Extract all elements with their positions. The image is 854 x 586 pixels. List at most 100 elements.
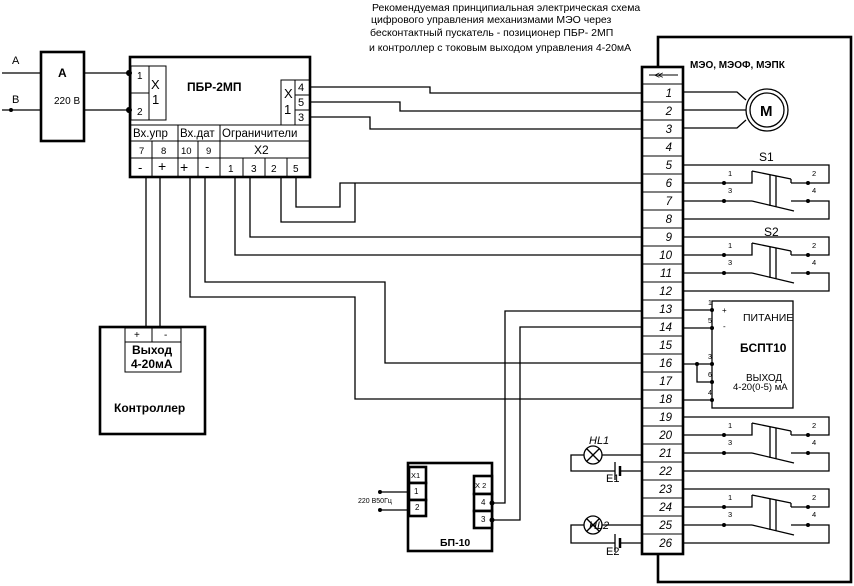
wire-switch-bottom (683, 200, 830, 220)
terminal-dot (710, 308, 714, 312)
x1-left-x: Х (151, 77, 160, 92)
group-vh-upr: Вх.упр (133, 128, 168, 140)
terminal-dot (378, 508, 382, 512)
lamp-cross (586, 448, 600, 462)
contact-number: 1 (728, 421, 732, 430)
contact-number: 2 (812, 241, 816, 250)
contact-dot (806, 523, 810, 527)
wire-motor-1 (683, 91, 747, 101)
terminal-10: 10 (659, 250, 672, 262)
contact-number: 3 (728, 186, 732, 195)
diagram-title: Рекомендуемая принципиальная электрическ… (369, 2, 640, 54)
contact-number: 4 (812, 258, 816, 267)
terminal-11: 11 (660, 268, 672, 280)
contact-dot (806, 271, 810, 275)
terminal-2: 2 (665, 106, 673, 118)
terminal-dot (710, 362, 714, 366)
switch-s1-label: S1 (759, 150, 774, 164)
x1-right-x: Х (284, 86, 293, 101)
contact-dot (722, 451, 726, 455)
wire-x1-5-to-2 (310, 101, 642, 112)
wire-contact-1 (683, 243, 753, 256)
terminal-12: 12 (659, 286, 672, 298)
sign-plus-8: + (158, 158, 166, 174)
contact-dot (806, 199, 810, 203)
controller-output-cell (124, 341, 182, 373)
bspt-pin-4: 4 (708, 390, 712, 397)
terminal-3: 3 (666, 124, 673, 136)
bspt-output-line2: 4-20(0-5) мА (733, 382, 788, 393)
terminal-25: 25 (658, 520, 672, 532)
wire-switch-top (683, 488, 830, 508)
wire-switch-top (683, 236, 830, 256)
contact-dot (722, 271, 726, 275)
terminal-14: 14 (659, 322, 672, 334)
wire-switch-bottom (683, 524, 830, 544)
contact-number: 2 (812, 421, 816, 430)
bp10-block: Х1 1 2 Х 2 4 3 БП-10 220 В50Гц (358, 461, 495, 553)
terminal-7: 7 (666, 196, 673, 208)
motor-inner (749, 92, 785, 128)
x1-left-pin-2: 2 (137, 107, 143, 118)
contact-number: 2 (812, 169, 816, 178)
wire-switch-top (683, 416, 830, 436)
contact-number: 4 (812, 186, 816, 195)
terminal-5: 5 (666, 160, 673, 172)
terminal-26: 26 (658, 538, 672, 550)
title-line-2: цифрового управления механизмами МЭО чер… (371, 14, 612, 26)
wire-switch-bottom (683, 272, 830, 292)
contact-dot (722, 523, 726, 527)
bp10-x1-pin-2-cell (407, 498, 428, 518)
x1-right-pin-5: 5 (298, 97, 304, 109)
wire-x1-3-to-3 (310, 116, 642, 130)
bspt-box (711, 300, 794, 409)
bspt-output-line1: ВЫХОД (746, 373, 782, 384)
contact-dot (722, 253, 726, 257)
contact-number: 3 (728, 510, 732, 519)
contact-no (751, 200, 795, 212)
controller-title: Контроллер (114, 401, 185, 415)
sign-minus-9: - (205, 159, 209, 174)
terminal-9: 9 (666, 232, 673, 244)
controller-block: + - Выход 4-20мА Контроллер (98, 325, 207, 436)
contact-number: 1 (728, 241, 732, 250)
wire-motor-3 (683, 119, 747, 129)
bp10-title: БП-10 (440, 537, 470, 549)
terminal-dot (489, 517, 495, 523)
wire-x2-5-to-6 (295, 176, 642, 208)
terminal-21: 21 (658, 448, 672, 460)
title-line-3: бесконтактный пускатель - позиционер ПБР… (370, 27, 613, 39)
terminal-dot (489, 500, 495, 506)
wire-x2-1-to-10 (234, 176, 642, 256)
x1-right-pin-4: 4 (298, 82, 304, 94)
contact-nc (751, 422, 792, 432)
wire-16-jumper (696, 364, 712, 383)
pin-10: 10 (181, 146, 192, 157)
contact-no (751, 272, 795, 284)
contact-nc (751, 242, 792, 252)
terminal-1: 1 (666, 88, 672, 100)
wire-9-to-16 (204, 176, 642, 364)
pin-8: 8 (161, 146, 166, 157)
wire-switch-bottom (683, 452, 830, 472)
controller-output-line2: 4-20мА (131, 357, 173, 371)
wire-bp-4-to-13 (493, 310, 642, 504)
terminal-4: 4 (666, 142, 672, 154)
wire-10-to-18 (189, 176, 642, 400)
controller-plus: + (134, 330, 140, 341)
contact-number: 1 (728, 493, 732, 502)
bp10-supply-label: 220 В50Гц (358, 498, 392, 505)
terminal-18: 18 (659, 394, 672, 406)
bp10-x1-pin-1: 1 (414, 487, 419, 496)
terminal-20: 20 (658, 430, 672, 442)
switch-s2-label: S2 (764, 225, 779, 239)
wire-contact-1 (683, 495, 753, 508)
connector-symbol: ≪ (654, 70, 663, 80)
terminal-dot (695, 362, 699, 366)
contact-number: 2 (812, 493, 816, 502)
wire-contact-1 (683, 423, 753, 436)
battery-e2-label: E2 (606, 546, 619, 558)
terminal-strip (640, 65, 685, 556)
